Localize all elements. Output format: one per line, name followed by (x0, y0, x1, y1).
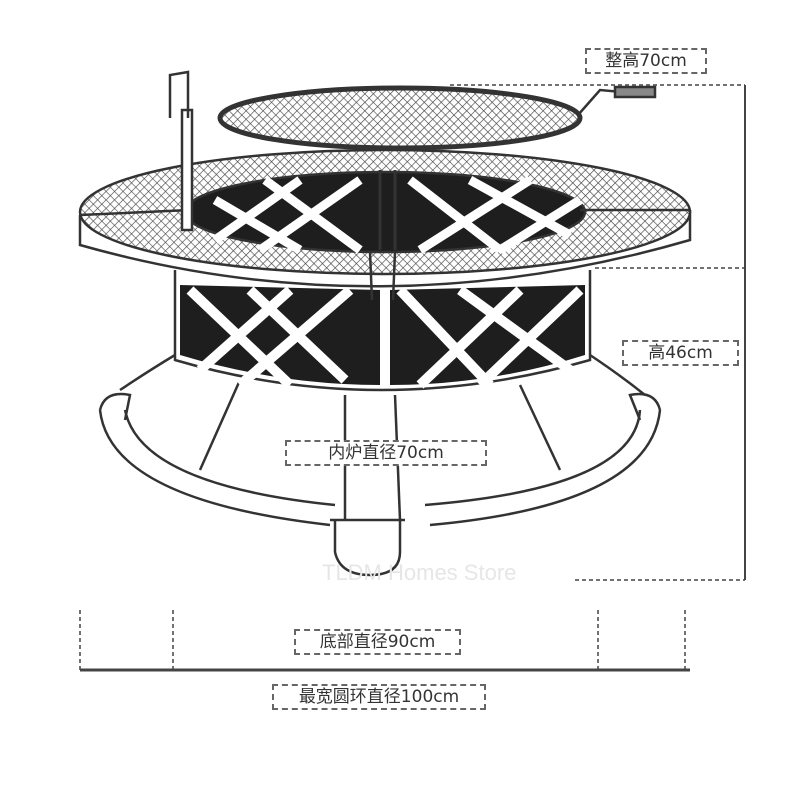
total-height-label: 整高70cm (585, 48, 707, 74)
watermark: TLDM Homes Store (322, 560, 517, 585)
bowl-body (173, 270, 592, 392)
grill-grate (168, 70, 657, 232)
inner-diameter-label: 内炉直径70cm (285, 440, 487, 466)
base-ring (98, 353, 662, 577)
bowl-height-label: 高46cm (622, 340, 739, 366)
table-ring (78, 148, 692, 301)
widest-ring-diameter-label: 最宽圆环直径100cm (272, 684, 486, 710)
base-diameter-label: 底部直径90cm (294, 629, 461, 655)
dimension-lines (79, 84, 746, 672)
